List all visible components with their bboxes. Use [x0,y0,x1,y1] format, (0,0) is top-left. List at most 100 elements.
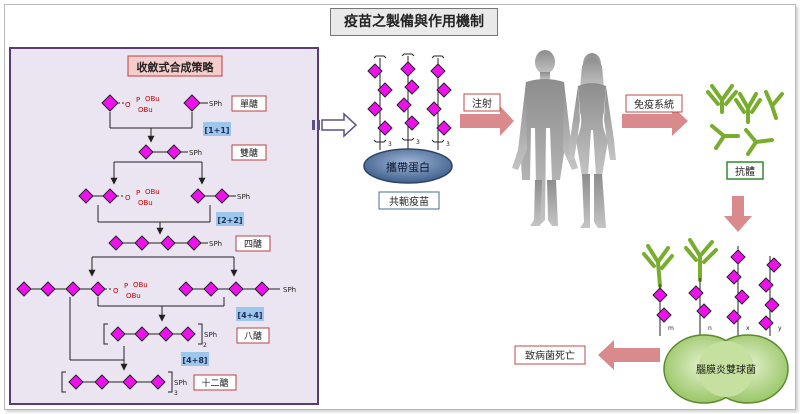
injection-label: 注射 [472,97,492,110]
conjugate-vaccine-label: 共軛疫苗 [389,195,429,208]
label-octasaccharide: 八醣 [244,330,262,342]
sugar-monosaccharide-acceptor [183,94,201,112]
bacterium-chain2-sugar1 [688,285,704,301]
bacterium-cell-overlap [698,341,754,397]
sugar-tetra-donor-1 [16,281,32,297]
sugar-tetra-1 [108,235,124,251]
label-disaccharide: 雙醣 [240,147,258,159]
immune-arrow [622,106,688,136]
bacterium-label-n: n [708,325,712,332]
antibody-cluster [706,84,784,156]
label-box-tetrasaccharide [235,235,271,252]
bacterium-label-m: m [668,325,674,332]
label-box-disaccharide [231,144,267,161]
hollow-arrow [321,112,358,138]
phosphate-o-3: O [113,287,119,295]
sph-label-1: SPh [209,100,222,108]
sugar-octa-3 [158,326,174,342]
bacterium-chain4-sugar2 [758,277,774,293]
conjugate-vaccine-box [378,191,440,210]
injection-arrow [460,106,514,136]
death-arrow [598,340,660,370]
sugar-tetra-donor-3 [65,281,81,297]
vaccine-chain3-sugar3 [426,101,442,117]
arrow-stripe-2 [317,120,320,130]
sph-label-6: SPh [204,331,217,339]
phosphate-obu-3: OBu [145,188,160,196]
vaccine-chain3-sugar4 [436,120,452,136]
label-tetrasaccharide: 四醣 [244,238,262,250]
sph-label-2: SPh [189,149,202,157]
phosphate-obu-2: OBu [138,106,153,114]
synthesis-heading-box [127,55,223,77]
phosphate-obu-5: OBu [133,281,148,289]
bacterium-antibodies [642,238,718,288]
vaccine-chain1-sugar2 [377,82,393,98]
bacterium-chain3-sugar4 [726,309,742,325]
bacterium-chain2-sugar2 [696,303,712,319]
sugar-tetra-acceptor-1 [178,281,194,297]
female-silhouette [568,53,616,228]
bacterium-label: 腦膜炎雙球菌 [696,363,756,376]
vaccine-chain3-sugar2 [436,82,452,98]
vaccine-chain1-sugar3 [367,101,383,117]
phosphate-p-3: P [124,282,128,290]
sph-label-4: SPh [209,240,222,248]
label-dodecasaccharide: 十二醣 [201,377,228,389]
vaccine-chain1-sugar1 [367,63,383,79]
bacterium-chain3-sugar3 [734,289,750,305]
vaccine-chain2-sugar2 [404,79,420,95]
sugar-tetra-acceptor-4 [254,281,270,297]
label-box-dodecasaccharide [193,374,237,391]
sugar-disaccharide-1 [138,144,154,160]
sugar-tetra-acceptor-3 [228,281,244,297]
label-box-octasaccharide [236,327,270,344]
label-box-monosaccharide [231,95,267,112]
step-box-2 [216,212,244,226]
vaccine-chain1-sugar4 [377,120,393,136]
sugar-dodeca-4 [150,374,166,390]
arrow-stripe-1 [312,120,315,130]
step-box-4 [181,352,209,366]
immune-system-box [625,94,683,113]
bacterium-label-x: x [746,325,750,332]
sugar-dodeca-2 [94,374,110,390]
carrier-protein-label: 攜帶蛋白 [386,160,430,174]
phosphate-o-2: O [125,194,131,202]
pathogen-death-box [514,345,586,365]
immune-system-label: 免疫系統 [634,98,674,111]
sugar-disac-donor-1 [78,188,94,204]
vaccine-chain2-sugar1 [400,61,416,77]
step-box-1 [203,122,231,136]
down-arrow [724,196,752,232]
phosphate-p: P [136,96,140,104]
phosphate-p-2: P [136,189,140,197]
carrier-protein [363,148,453,184]
phosphate-o: O [125,101,131,109]
vaccine-chain2-subscript: 3 [416,139,420,146]
antibody-box [726,161,764,180]
octa-subscript: 2 [203,342,207,349]
step-label-3: [4+4] [237,311,262,320]
bacterium-chain3-sugar2 [726,269,742,285]
sugar-tetra-3 [160,235,176,251]
sugar-dodeca-1 [68,374,84,390]
vaccine-chain3-sugar1 [430,63,446,79]
male-silhouette [512,50,578,226]
sugar-monosaccharide-donor [101,94,119,112]
sugar-tetra-donor-2 [40,281,56,297]
sph-label-7: SPh [174,379,187,387]
sugar-octa-1 [110,326,126,342]
vaccine-chain2-sugar3 [396,97,412,113]
synthesis-panel [9,47,319,405]
sugar-octa-2 [134,326,150,342]
step-box-3 [236,307,264,321]
sugar-disac-donor-2 [102,188,118,204]
step-label-2: [2+2] [217,216,242,225]
bacterium-chain3-sugar1 [730,249,746,265]
sugar-disac-acceptor-2 [214,188,230,204]
sugar-tetra-2 [134,235,150,251]
sugar-tetra-acceptor-2 [203,281,219,297]
bacterium-label-y: y [778,325,782,332]
